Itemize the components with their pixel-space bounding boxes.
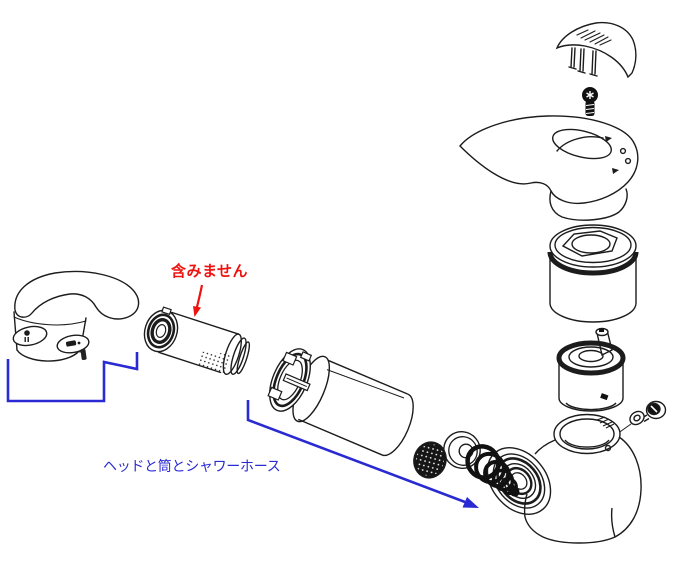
faucet-body-part <box>523 413 642 544</box>
not-included-arrow <box>193 284 204 317</box>
body-screw-washer-part <box>606 400 667 442</box>
arrow-shaft <box>246 400 466 504</box>
handle-arrow-marks <box>605 136 619 174</box>
shower-tube-part <box>267 348 414 457</box>
handle-body-cover-part <box>547 224 639 323</box>
set-contents-label: ヘッドと筒とシャワーホース <box>103 458 280 474</box>
shower-head-part <box>12 270 140 362</box>
arrow-shaft <box>195 284 204 310</box>
bracket-line <box>6 352 139 403</box>
inner-cartridge-part <box>143 306 251 376</box>
head-set-bracket <box>6 352 139 403</box>
handle-screw-part <box>582 87 598 116</box>
not-included-label: 含みません <box>171 262 248 280</box>
stop-button-icon <box>65 340 81 347</box>
mesh-filter-disc-part <box>413 441 447 479</box>
hose-connector-part <box>443 431 520 497</box>
lever-handle-part <box>459 115 639 221</box>
arrow-head <box>193 306 201 317</box>
arrow-head <box>462 497 479 508</box>
cartridge-part <box>556 327 626 412</box>
cap-legs <box>568 47 598 77</box>
spray-button-icon <box>24 330 30 342</box>
cap-hatch-lines <box>576 29 612 46</box>
body-rim-hatch <box>596 416 615 429</box>
set-contents-arrow <box>246 400 479 508</box>
handle-cap-part <box>555 21 637 79</box>
